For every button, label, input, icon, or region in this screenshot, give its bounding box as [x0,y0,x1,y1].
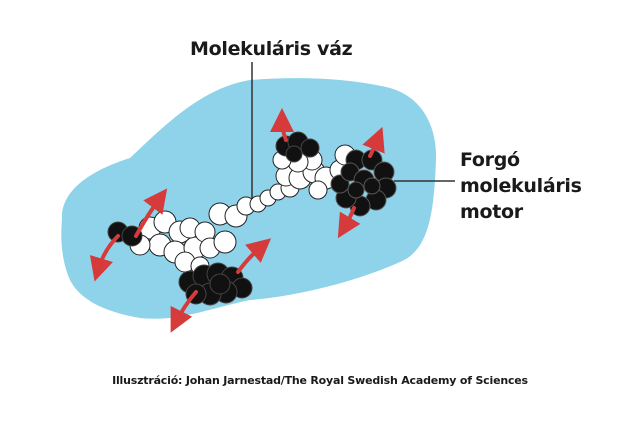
arrow-bottom-down [170,290,198,333]
motor-label-line-1: Forgó [460,149,520,171]
arrow-motor-top [362,126,385,158]
arrow-top-up [270,108,295,142]
arrow-bottom-up [236,238,272,274]
motor-label-line-2: molekuláris [460,175,582,197]
illustration-credit: Illusztráció: Johan Jarnestad/The Royal … [112,374,528,387]
arrow-motor-bottom [337,206,361,239]
motor-label-line-3: motor [460,201,523,223]
arrow-front-left-down [89,234,120,282]
backbone-label: Molekuláris váz [190,38,353,60]
molecular-backbone [129,144,356,276]
arrow-front-left-up [134,188,168,238]
rotation-arrows [89,108,385,333]
motor-label: Forgó molekuláris motor [460,147,582,225]
rotary-motor [330,149,397,217]
